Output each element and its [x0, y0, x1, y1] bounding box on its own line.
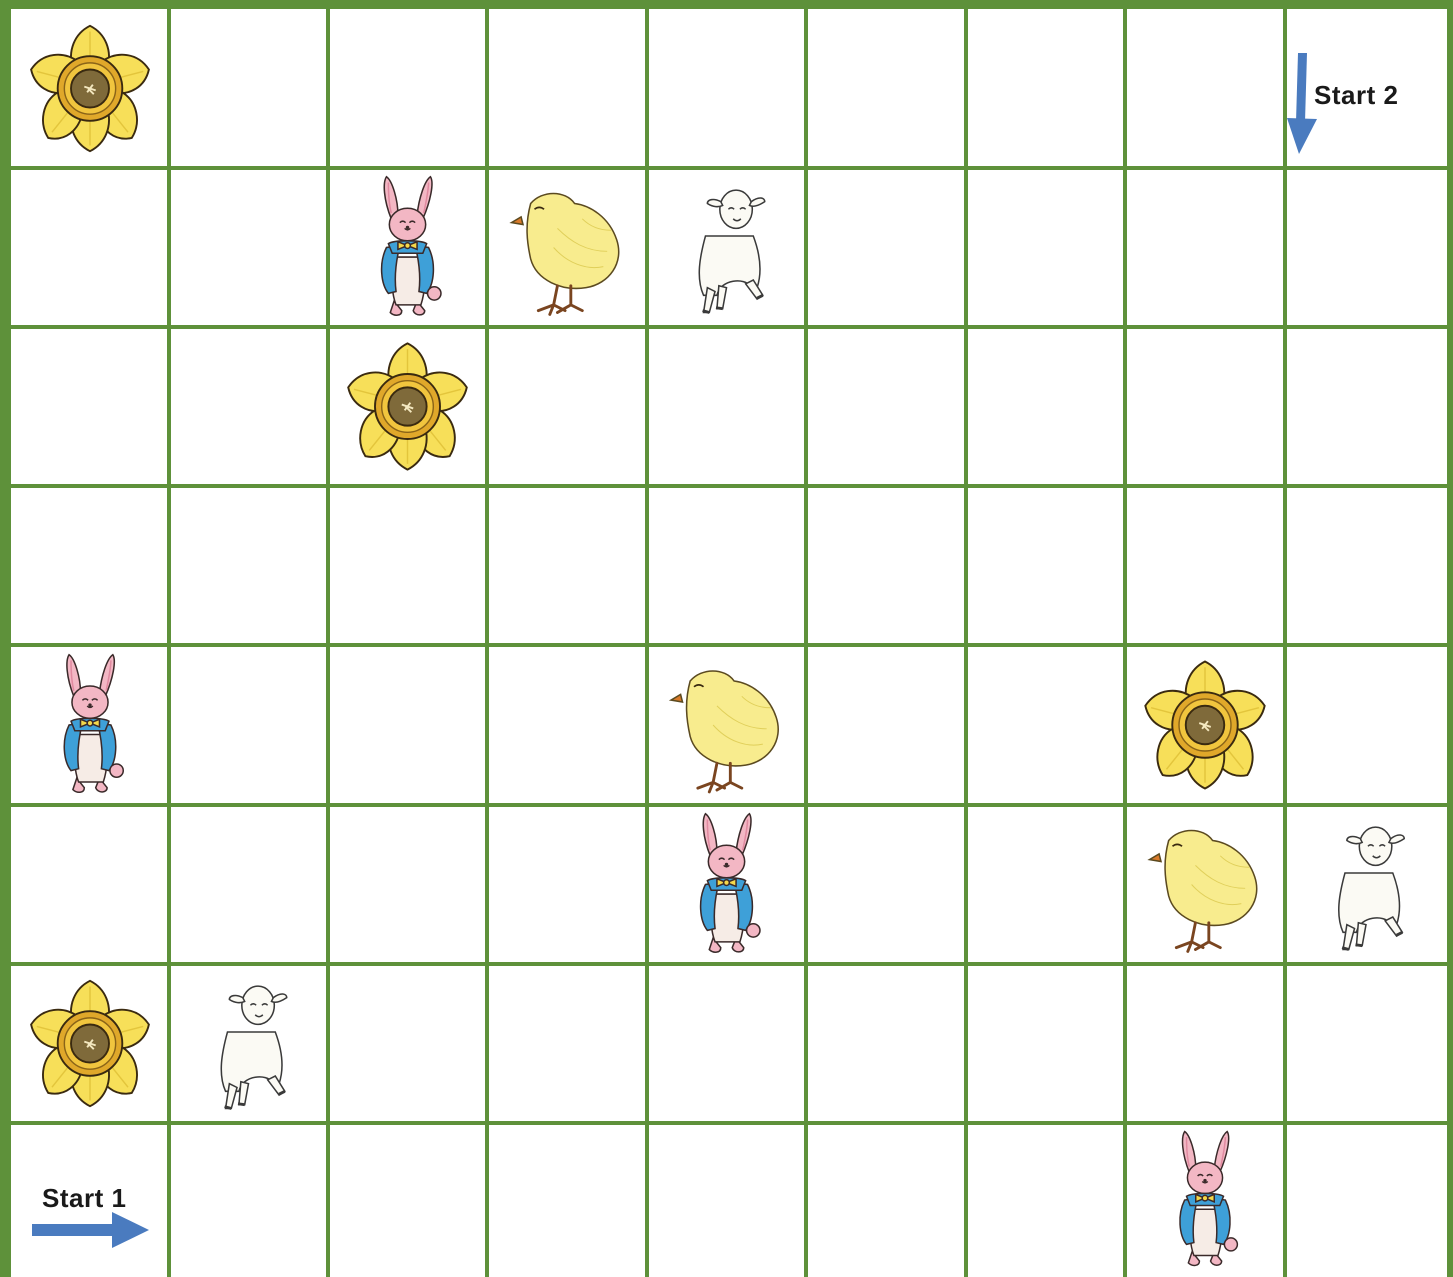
- board-cell[interactable]: [1285, 168, 1447, 327]
- board-cell[interactable]: [966, 805, 1125, 964]
- board-cell[interactable]: [1125, 327, 1285, 486]
- board-cell[interactable]: [1125, 486, 1285, 645]
- board-cell[interactable]: [1285, 486, 1447, 645]
- board-cell[interactable]: [328, 1123, 487, 1277]
- board-cell[interactable]: [966, 1123, 1125, 1277]
- board-cell[interactable]: [1285, 1123, 1447, 1277]
- board-cell[interactable]: [11, 645, 169, 805]
- board-cell[interactable]: [487, 9, 647, 168]
- board-cell[interactable]: [806, 964, 966, 1123]
- board-cell[interactable]: [328, 9, 487, 168]
- board-cell[interactable]: [1285, 964, 1447, 1123]
- board-cell[interactable]: [487, 486, 647, 645]
- board-cell[interactable]: [1125, 964, 1285, 1123]
- board-cell[interactable]: [11, 1123, 169, 1277]
- board-cell[interactable]: [806, 486, 966, 645]
- board-cell[interactable]: [487, 805, 647, 964]
- board-cell[interactable]: [966, 645, 1125, 805]
- board-cell[interactable]: [11, 9, 169, 168]
- board-cell[interactable]: [169, 1123, 328, 1277]
- board-cell[interactable]: [647, 964, 806, 1123]
- board-cell[interactable]: [487, 168, 647, 327]
- board-cell[interactable]: [647, 805, 806, 964]
- board-cell[interactable]: [1285, 645, 1447, 805]
- board-cell[interactable]: [487, 327, 647, 486]
- board-cell[interactable]: [169, 805, 328, 964]
- board-cell[interactable]: [328, 964, 487, 1123]
- board-cell[interactable]: [806, 1123, 966, 1277]
- board-cell[interactable]: [966, 964, 1125, 1123]
- board-cell[interactable]: [806, 168, 966, 327]
- board-cell[interactable]: [966, 9, 1125, 168]
- board-cell[interactable]: [647, 327, 806, 486]
- board-cell[interactable]: [11, 327, 169, 486]
- board-cell[interactable]: [169, 964, 328, 1123]
- board-cell[interactable]: [11, 805, 169, 964]
- board-cell[interactable]: [966, 486, 1125, 645]
- board-cell[interactable]: [1285, 805, 1447, 964]
- board-cell[interactable]: [487, 964, 647, 1123]
- board-cell[interactable]: [647, 9, 806, 168]
- board-cell[interactable]: [1285, 327, 1447, 486]
- board-cell[interactable]: [1125, 9, 1285, 168]
- board-cell[interactable]: [328, 168, 487, 327]
- board-cell[interactable]: [169, 168, 328, 327]
- board-cell[interactable]: [647, 1123, 806, 1277]
- board-cell[interactable]: [806, 9, 966, 168]
- board-cell[interactable]: [487, 645, 647, 805]
- board-cell[interactable]: [328, 327, 487, 486]
- board-cell[interactable]: [806, 327, 966, 486]
- board-cell[interactable]: [647, 168, 806, 327]
- board-cell[interactable]: [328, 645, 487, 805]
- board-cell[interactable]: [1125, 168, 1285, 327]
- board-cell[interactable]: [806, 645, 966, 805]
- board-cell[interactable]: [169, 9, 328, 168]
- board-cell[interactable]: [169, 486, 328, 645]
- board-cell[interactable]: [1125, 645, 1285, 805]
- board-cell[interactable]: [1125, 805, 1285, 964]
- board-cell[interactable]: [169, 327, 328, 486]
- board-cell[interactable]: [328, 805, 487, 964]
- board-cell[interactable]: [647, 486, 806, 645]
- board-cell[interactable]: [169, 645, 328, 805]
- board-cell[interactable]: [806, 805, 966, 964]
- board-cell[interactable]: [11, 964, 169, 1123]
- board-cell[interactable]: [1125, 1123, 1285, 1277]
- board-cell[interactable]: [1285, 9, 1447, 168]
- board-cell[interactable]: [328, 486, 487, 645]
- board-cell[interactable]: [11, 486, 169, 645]
- board-cell[interactable]: [966, 327, 1125, 486]
- board-cell[interactable]: [487, 1123, 647, 1277]
- board-cell[interactable]: [966, 168, 1125, 327]
- board-cell[interactable]: [11, 168, 169, 327]
- board-cell[interactable]: [647, 645, 806, 805]
